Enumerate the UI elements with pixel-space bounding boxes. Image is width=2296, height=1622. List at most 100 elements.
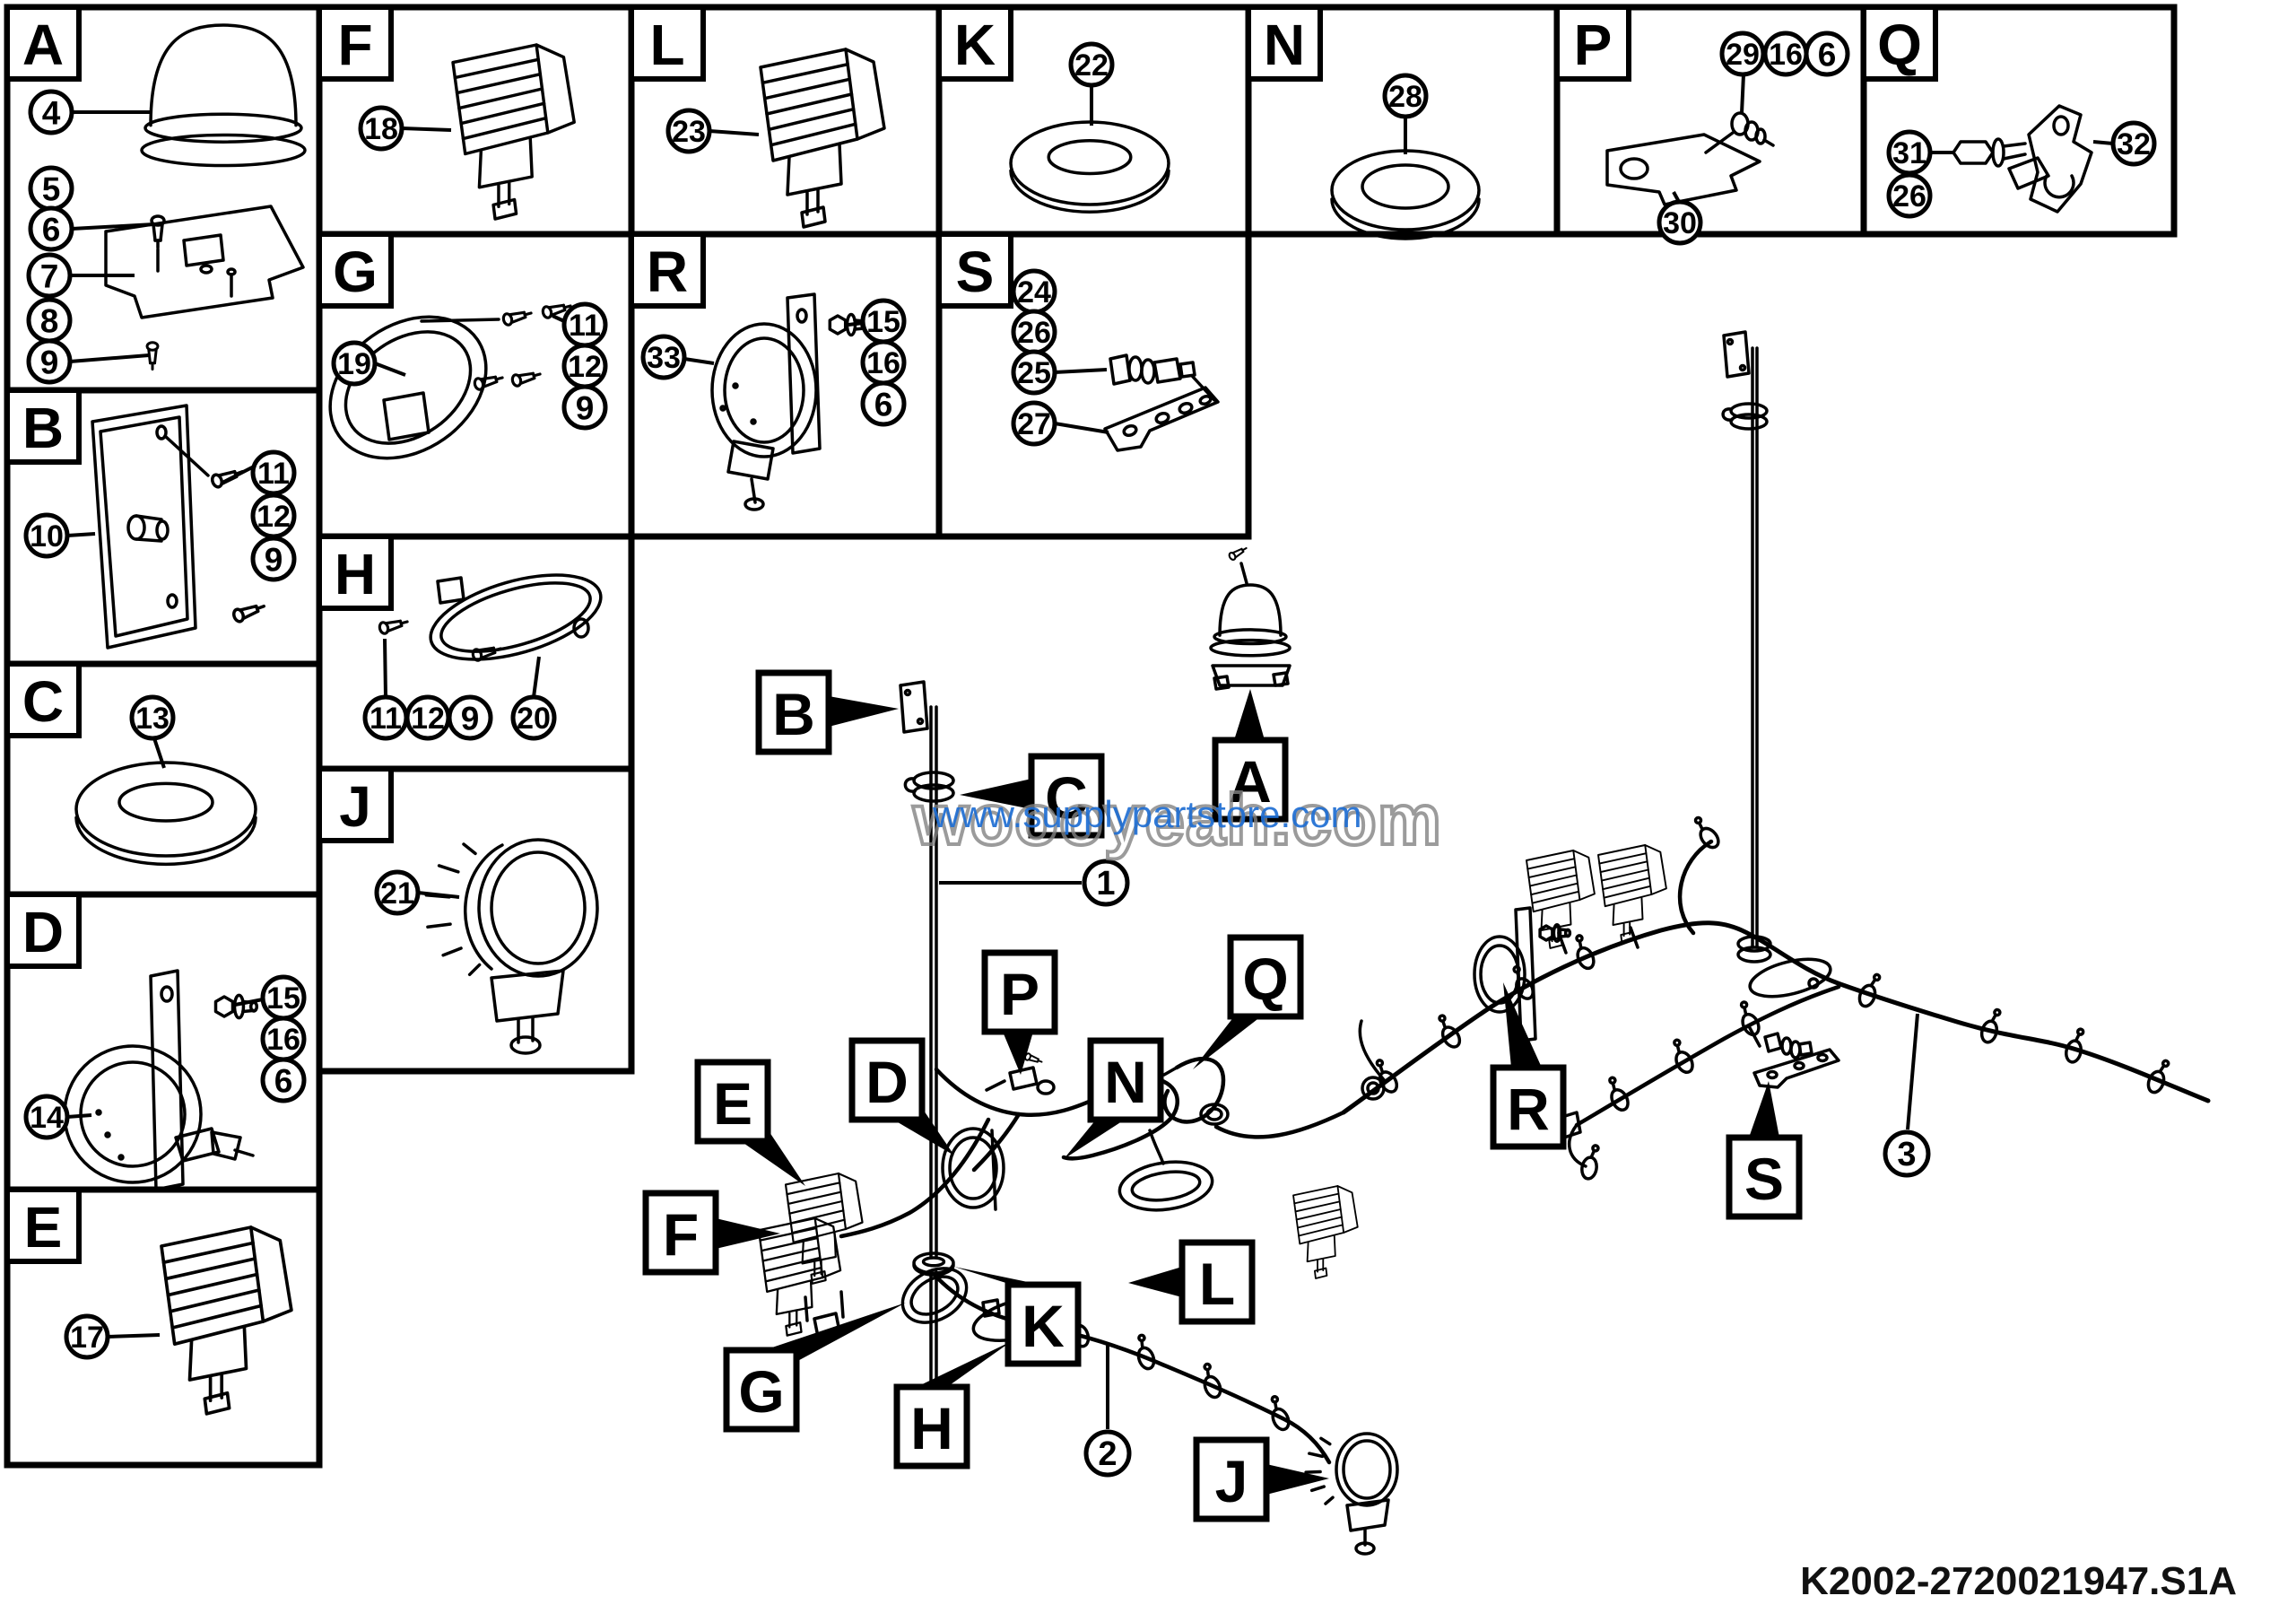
diagram-label-H: H (893, 1341, 1012, 1469)
screw-icon (378, 619, 409, 635)
work-lamp-art (160, 1225, 293, 1416)
svg-text:14: 14 (30, 1101, 64, 1135)
callout-6: 6 (28, 205, 74, 252)
callout-17: 17 (64, 1313, 110, 1360)
svg-text:11: 11 (257, 457, 290, 491)
panel-N: N 28 (1245, 4, 1561, 238)
svg-text:19: 19 (337, 347, 371, 381)
svg-text:20: 20 (517, 702, 551, 736)
callout-13: 13 (129, 694, 176, 741)
diagram-label-K: K (954, 1267, 1082, 1367)
svg-text:9: 9 (576, 390, 595, 427)
svg-text:Q: Q (1242, 946, 1288, 1012)
work-lamp-art (1292, 1185, 1359, 1279)
svg-text:9: 9 (40, 344, 59, 381)
callout-29: 29 (1719, 31, 1766, 77)
harness-clip-icon (1438, 1014, 1462, 1049)
harness-clip-icon (1673, 1038, 1694, 1074)
harness-clip-icon (1857, 972, 1882, 1008)
callout-6: 6 (1804, 31, 1850, 77)
callout-9: 9 (250, 536, 297, 582)
svg-text:8: 8 (40, 303, 59, 340)
diagram-label-C: C (960, 753, 1105, 839)
work-lamp-art (757, 1216, 842, 1337)
callout-15: 15 (860, 298, 907, 344)
callout-16: 16 (1762, 31, 1809, 77)
svg-text:4: 4 (42, 95, 61, 132)
diagram-label-N: N (1064, 1037, 1164, 1159)
callout-12: 12 (561, 343, 608, 389)
callout-9: 9 (447, 694, 493, 741)
callout-22: 22 (1068, 41, 1115, 88)
screw-icon (510, 371, 542, 388)
panel-E: E17 (4, 1186, 323, 1469)
svg-text:P: P (1000, 961, 1039, 1027)
callout-33: 33 (640, 334, 687, 380)
work-lamp-art (1526, 850, 1596, 949)
callout-21: 21 (374, 869, 421, 916)
svg-text:6: 6 (274, 1063, 293, 1100)
panel-letter-D: D (22, 900, 64, 964)
svg-text:12: 12 (257, 500, 291, 534)
callout-12: 12 (404, 694, 451, 741)
callout-25: 25 (1011, 349, 1057, 396)
svg-text:3: 3 (1897, 1136, 1916, 1173)
panel-letter-H: H (335, 542, 376, 606)
svg-text:6: 6 (1818, 37, 1837, 74)
panel-letter-L: L (649, 13, 684, 77)
diagram-callout-3: 3 (1883, 1013, 1931, 1178)
svg-text:30: 30 (1663, 206, 1697, 240)
panel-letter-J: J (339, 774, 371, 839)
svg-text:28: 28 (1388, 80, 1422, 114)
svg-text:32: 32 (2117, 127, 2151, 161)
callout-9: 9 (561, 384, 608, 431)
harness-clip-icon (1580, 1144, 1600, 1181)
callout-14: 14 (23, 1094, 70, 1140)
svg-text:16: 16 (866, 346, 900, 380)
svg-text:24: 24 (1017, 275, 1051, 310)
svg-text:E: E (713, 1070, 752, 1137)
diagram-label-R: R (1490, 982, 1567, 1150)
panel-letter-F: F (337, 13, 372, 77)
panel-letter-N: N (1264, 13, 1305, 77)
svg-text:5: 5 (42, 171, 61, 208)
svg-text:13: 13 (135, 702, 170, 736)
diagram-label-S: S (1726, 1081, 1803, 1220)
svg-text:C: C (1045, 764, 1088, 831)
diagram-label-F: F (642, 1190, 780, 1276)
callout-27: 27 (1011, 400, 1057, 447)
callout-5: 5 (28, 165, 74, 212)
harness-clip-icon (1270, 1395, 1291, 1432)
screw-icon (231, 604, 265, 624)
svg-text:11: 11 (569, 309, 601, 343)
work-lamp-art (451, 43, 576, 221)
svg-text:22: 22 (1074, 48, 1109, 83)
svg-text:6: 6 (42, 212, 61, 249)
callout-26: 26 (1886, 172, 1933, 219)
callout-16: 16 (860, 339, 907, 386)
svg-text:J: J (1215, 1448, 1248, 1514)
panel-letter-G: G (333, 240, 378, 304)
panel-letter-K: K (954, 13, 996, 77)
diagram-callout-layer: 123 (939, 859, 1931, 1478)
screw-icon (210, 469, 244, 489)
panel-letter-A: A (22, 13, 64, 77)
callout-32: 32 (2110, 120, 2157, 167)
screw-icon (1024, 1052, 1043, 1063)
callout-15: 15 (260, 974, 307, 1021)
screw-icon (501, 310, 533, 327)
svg-text:G: G (738, 1358, 784, 1425)
svg-text:21: 21 (380, 876, 414, 911)
callout-20: 20 (510, 694, 557, 741)
panel-L: L23 (628, 4, 943, 238)
